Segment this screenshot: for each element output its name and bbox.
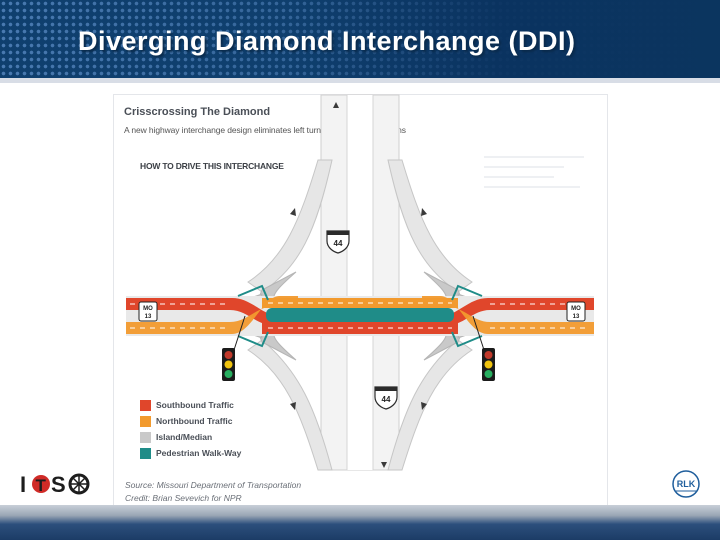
legend-swatch (140, 416, 151, 427)
mo-shield-left: MO 13 (138, 301, 158, 322)
direction-arrows (290, 102, 427, 468)
southbound-traffic-west (126, 298, 298, 326)
signal-yellow (484, 360, 493, 369)
northbound-traffic-east (422, 296, 594, 334)
header-gradient (0, 0, 720, 78)
signal-yellow (224, 360, 233, 369)
svg-text:RLK: RLK (677, 479, 696, 489)
traffic-signal-right (482, 348, 495, 381)
slide-title: Diverging Diamond Interchange (DDI) (78, 26, 576, 56)
northbound-traffic-west (126, 296, 298, 334)
svg-text:MO: MO (571, 306, 581, 312)
svg-text:13: 13 (145, 314, 152, 320)
pedestrian-crossings (237, 284, 483, 348)
signal-red (224, 351, 233, 359)
pedestrian-walkway (266, 308, 454, 322)
interstate-shield-top: 44 (326, 230, 350, 254)
svg-text:I: I (20, 472, 26, 496)
figure-credit: Credit: Brian Sevevich for NPR (125, 493, 242, 503)
traffic-signal-left (222, 348, 235, 381)
how-to-heading: HOW TO DRIVE THIS INTERCHANGE (140, 161, 284, 171)
southbound-traffic-east (422, 298, 594, 326)
figure-source: Source: Missouri Department of Transport… (125, 480, 302, 490)
arrow-icon (421, 208, 427, 216)
figure-title: Crisscrossing The Diamond (124, 106, 271, 118)
legend-label: Pedestrian Walk-Way (156, 448, 242, 458)
svg-text:S: S (51, 472, 66, 496)
ramp-ne (387, 159, 473, 293)
arrow-icon (421, 402, 427, 410)
svg-text:T: T (36, 476, 47, 495)
ramp-se (387, 339, 473, 471)
legend-label: Island/Median (156, 432, 213, 442)
legend-swatch (140, 432, 151, 443)
legend-label: Southbound Traffic (156, 400, 234, 410)
faint-caption-line (484, 156, 584, 158)
figure-subtitle: A new highway interchange design elimina… (124, 125, 406, 135)
rlk-logo: RLK (672, 470, 700, 498)
faint-caption-line (484, 186, 580, 188)
svg-text:MO: MO (143, 306, 153, 312)
mo-shield-right: MO 13 (566, 301, 586, 322)
slide-footer-bar (0, 505, 720, 540)
interstate-shield-bottom: 44 (374, 386, 398, 410)
arrow-icon (290, 208, 296, 216)
legend-swatch (140, 448, 151, 459)
faint-caption-line (484, 176, 554, 178)
ramps (247, 159, 473, 471)
ramp-nw (247, 159, 333, 293)
arrow-icon (381, 462, 387, 468)
signal-red (484, 351, 493, 359)
arrow-icon (290, 402, 296, 410)
legend-label: Northbound Traffic (156, 416, 233, 426)
interstate-number-top: 44 (334, 239, 343, 248)
interstate-number-bottom: 44 (382, 395, 391, 404)
faint-caption-line (484, 166, 564, 168)
arrow-icon (333, 102, 339, 108)
signal-green (224, 370, 233, 378)
legend-swatch (140, 400, 151, 411)
ramp-sw (247, 339, 333, 471)
itso-logo: I T S (20, 472, 90, 496)
header-divider (0, 78, 720, 83)
signal-green (484, 370, 493, 378)
svg-text:13: 13 (573, 314, 580, 320)
